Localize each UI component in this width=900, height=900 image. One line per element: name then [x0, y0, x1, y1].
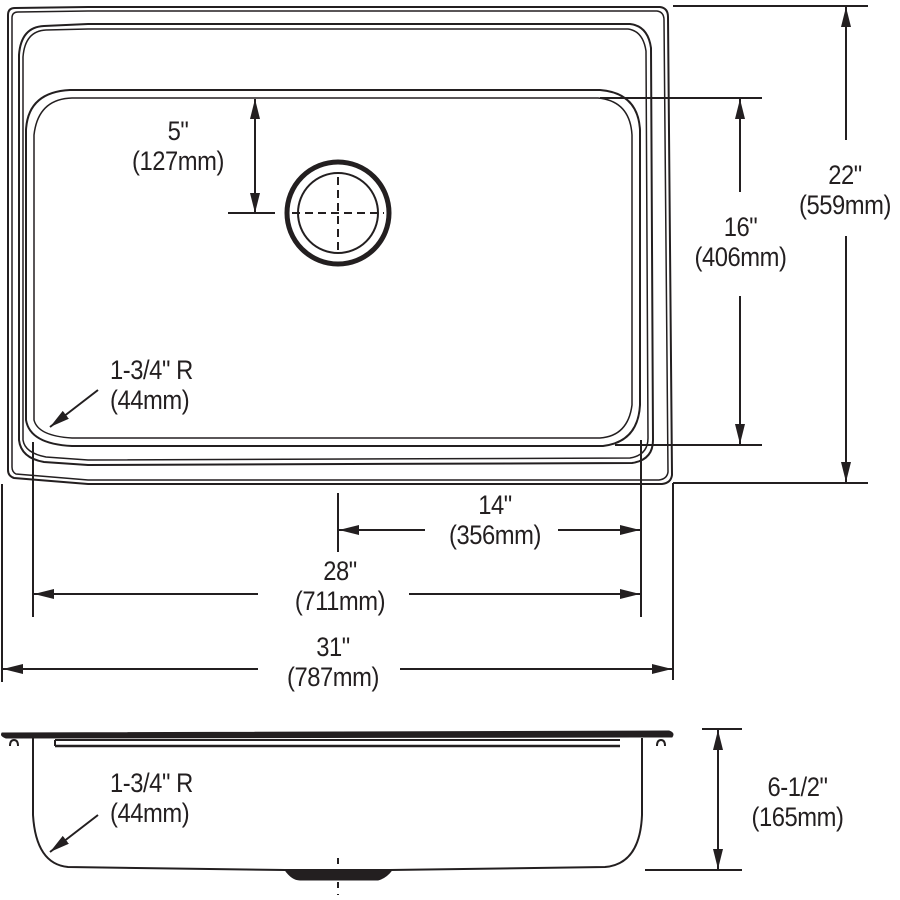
- bowl-width-metric: (711mm): [294, 586, 386, 616]
- overall-depth-imperial: 22": [828, 160, 862, 190]
- bowl-height-metric: (165mm): [751, 802, 844, 832]
- drain-to-edge-imperial: 14": [478, 490, 512, 520]
- overall-depth-label: 22" (559mm): [779, 160, 900, 220]
- overall-width-imperial: 31": [316, 632, 350, 662]
- drain-offset-label: 5" (127mm): [116, 116, 239, 176]
- bowl-width-imperial: 28": [323, 556, 357, 586]
- corner-radius-top-metric: (44mm): [110, 385, 190, 415]
- bowl-height-label: 6-1/2" (165mm): [729, 772, 865, 832]
- corner-radius-top-imperial: 1-3/4" R: [110, 355, 193, 385]
- overall-width-label: 31" (787mm): [267, 632, 399, 692]
- bowl-depth-metric: (406mm): [694, 242, 787, 272]
- bowl-outline: [25, 89, 641, 447]
- bowl-depth-imperial: 16": [723, 212, 758, 242]
- drain-offset-imperial: 5": [167, 116, 189, 146]
- corner-radius-top-label: 1-3/4" R (44mm): [110, 355, 233, 415]
- dimension-lines: [1, 5, 868, 682]
- drain-offset-metric: (127mm): [132, 146, 224, 176]
- overall-width-metric: (787mm): [287, 662, 379, 692]
- corner-radius-side-label: 1-3/4" R (44mm): [110, 768, 233, 828]
- drain-to-edge-metric: (356mm): [449, 520, 541, 550]
- drain-to-edge-label: 14" (356mm): [429, 490, 561, 550]
- outer-rim-outline: [7, 6, 674, 485]
- side-profile-view: [1, 728, 742, 895]
- overall-depth-metric: (559mm): [799, 190, 891, 220]
- drain-icon: [284, 159, 392, 267]
- bowl-depth-label: 16" (406mm): [677, 212, 805, 272]
- bowl-height-imperial: 6-1/2": [767, 772, 828, 802]
- top-view: [7, 6, 674, 485]
- corner-radius-side-imperial: 1-3/4" R: [110, 768, 193, 798]
- corner-radius-side-metric: (44mm): [110, 798, 190, 828]
- bowl-width-label: 28" (711mm): [274, 556, 406, 616]
- flange-outline: [18, 23, 655, 467]
